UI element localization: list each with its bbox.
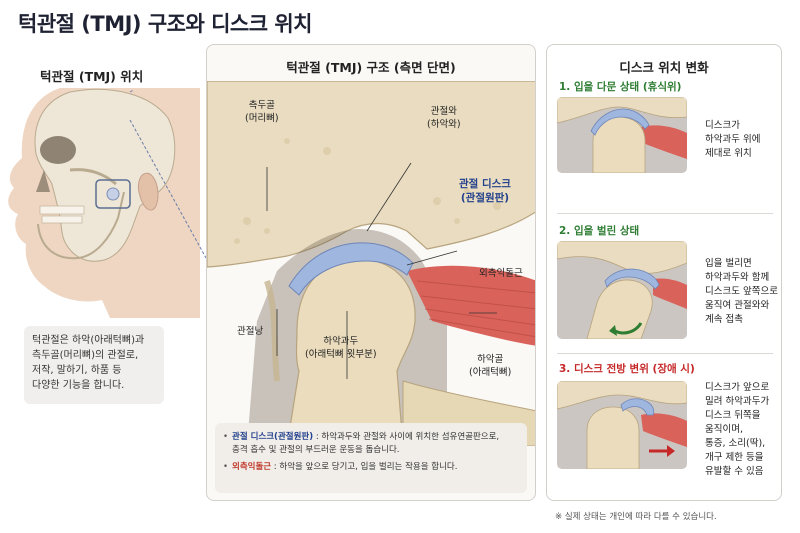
skull-section-title: 턱관절 (TMJ) 위치 [40, 69, 144, 84]
desc-line: 밀려 하악과두가 [705, 396, 770, 407]
note-line: 측두골(머리뼈)의 관절로, [32, 350, 139, 361]
legend-item-disc: 관절 디스크(관절원판) : 하악과두와 관절와 사이에 위치한 섬유연골판으로… [223, 431, 519, 457]
desc-line: 입을 벌리면 [705, 258, 752, 269]
label-glenoid-fossa: 관절와 (하악와) [427, 105, 461, 131]
zoom-connector [129, 90, 207, 259]
label-articular-disc: 관절 디스크 (관절원판) [459, 177, 511, 205]
legend-text: 하악을 앞으로 당기고, 입을 벌리는 작용을 합니다. [279, 462, 458, 472]
state-divider [557, 213, 773, 214]
label-joint-capsule: 관절낭 [237, 326, 264, 337]
tmj-description-note: 턱관절은 하악(아래턱뼈)과 측두골(머리뼈)의 관절로, 저작, 말하기, 하… [24, 326, 164, 404]
label-line: 관절 디스크 [459, 178, 511, 190]
desc-line: 유발할 수 있음 [705, 466, 764, 477]
legend-key: 외측익돌근 [232, 462, 272, 472]
label-line: (관절원판) [460, 192, 510, 204]
note-line: 저작, 말하기, 하품 등 [32, 365, 122, 376]
state-3-title: 3. 디스크 전방 변위 (장애 시) [559, 363, 695, 375]
desc-line: 계속 접촉 [705, 314, 743, 325]
legend-key: 관절 디스크(관절원판) [232, 432, 314, 442]
desc-line: 하악과두와 함께 [705, 272, 770, 283]
label-line: 하악과두 [323, 336, 359, 347]
desc-line: 움직이며, [705, 424, 743, 435]
legend-text: 충격 흡수 및 관절의 부드러운 운동을 돕습니다. [232, 445, 400, 455]
note-line: 턱관절은 하악(아래턱뼈)과 [32, 335, 145, 346]
label-line: (머리뼈) [245, 113, 279, 124]
state-2-illustration [557, 241, 687, 339]
legend-sep: : [313, 432, 322, 442]
desc-line: 움직여 관절와와 [705, 300, 770, 311]
desc-line: 통증, 소리(딱), [705, 438, 766, 449]
note-line: 다양한 기능을 합니다. [32, 380, 125, 391]
state-2-title: 2. 입을 벌린 상태 [559, 225, 640, 237]
desc-line: 개구 제한 등을 [705, 452, 764, 463]
state-1-description: 디스크가 하악과두 위에 제대로 위치 [705, 119, 760, 161]
state-divider [557, 353, 773, 354]
label-condyle: 하악과두 (아래턱뼈 윗부분) [305, 335, 377, 361]
tmj-structure-panel: 턱관절 (TMJ) 구조 (측면 단면) [206, 44, 536, 501]
page-title: 턱관절 (TMJ) 구조와 디스크 위치 [18, 12, 313, 36]
label-line: 관절와 [430, 106, 457, 117]
label-line: 측두골 [248, 100, 275, 111]
skull-illustration [8, 88, 200, 318]
tmj-cross-section [207, 81, 535, 446]
desc-line: 하악과두 위에 [705, 134, 761, 145]
desc-line: 디스크가 [705, 120, 740, 131]
disc-position-panel: 디스크 위치 변화 1. 입을 다문 상태 (휴식위) 디스크가 하악과두 위에… [546, 44, 782, 501]
state-1-illustration [557, 97, 687, 173]
state-3-description: 디스크가 앞으로 밀려 하악과두가 디스크 뒤쪽을 움직이며, 통증, 소리(딱… [705, 381, 769, 479]
label-line: (하악와) [427, 119, 461, 130]
disc-panel-title: 디스크 위치 변화 [619, 60, 709, 75]
state-1-title: 1. 입을 다문 상태 (휴식위) [559, 81, 682, 93]
desc-line: 디스크도 앞쪽으로 [705, 286, 778, 297]
state-2-description: 입을 벌리면 하악과두와 함께 디스크도 앞쪽으로 움직여 관절와와 계속 접촉 [705, 257, 778, 327]
legend-sep: : [271, 462, 280, 472]
label-line: 하악골 [477, 354, 504, 365]
label-temporal-bone: 측두골 (머리뼈) [245, 99, 279, 125]
structure-legend: 관절 디스크(관절원판) : 하악과두와 관절와 사이에 위치한 섬유연골판으로… [215, 423, 527, 493]
footnote: ※ 실제 상태는 개인에 따라 다를 수 있습니다. [555, 512, 717, 522]
state-3-illustration [557, 381, 687, 469]
desc-line: 디스크가 앞으로 [705, 382, 770, 393]
desc-line: 제대로 위치 [705, 148, 752, 159]
label-line: (아래턱뼈 윗부분) [305, 349, 377, 360]
structure-panel-title: 턱관절 (TMJ) 구조 (측면 단면) [286, 60, 456, 75]
desc-line: 디스크 뒤쪽을 [705, 410, 761, 421]
legend-text: 하악과두와 관절와 사이에 위치한 섬유연골판으로, [321, 432, 500, 442]
label-mandible: 하악골 (아래턱뼈) [469, 353, 511, 379]
legend-item-muscle: 외측익돌근 : 하악을 앞으로 당기고, 입을 벌리는 작용을 합니다. [223, 461, 519, 474]
label-lateral-pterygoid: 외측익돌근 [479, 268, 523, 279]
label-line: (아래턱뼈) [469, 367, 512, 378]
